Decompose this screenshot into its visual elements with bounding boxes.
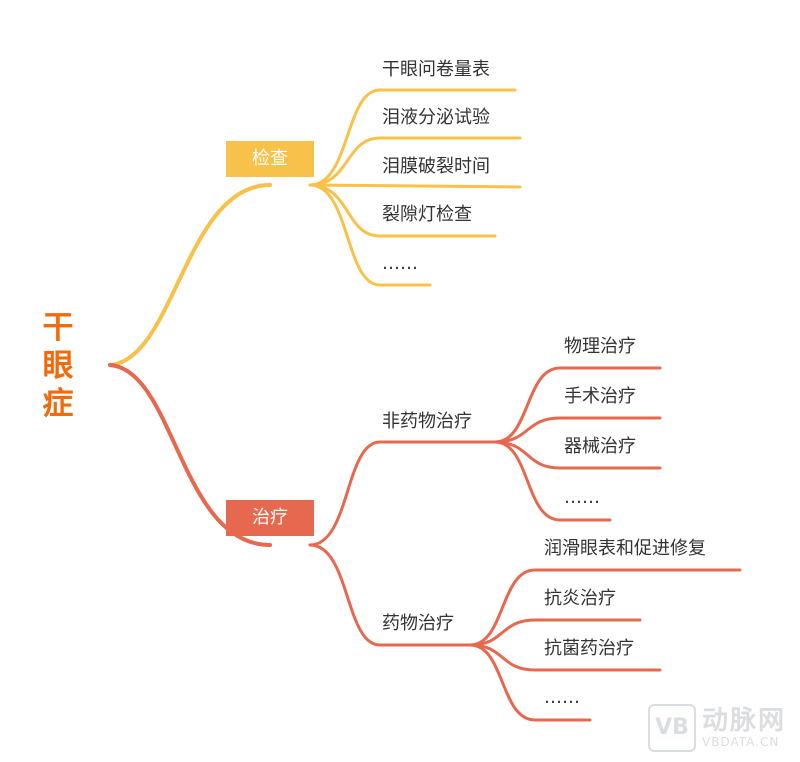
branch-treatment: 治疗 [226,500,314,536]
nondrug-item-1: 物理治疗 [564,336,636,357]
connector-exam-1 [308,88,517,187]
connector-nondrug-4 [493,440,612,522]
connector-nondrug-1 [493,366,662,444]
root-char-2: 眼 [42,348,74,384]
connector-drug-1 [468,568,742,647]
connector-root-treatment [108,363,272,547]
drug-item-1: 润滑眼表和促进修复 [544,538,706,559]
connector-exam-2 [308,136,522,187]
connector-drug-2 [468,618,642,647]
connector-treatment-nondrug [308,440,497,547]
watermark-logo: VB [647,704,696,752]
watermark: VB 动脉网 VBDATA.CN [647,704,786,752]
connector-exam-5 [308,183,432,287]
connector-drug-3 [468,643,662,672]
nondrug-item-2: 手术治疗 [564,386,636,407]
branch-exam: 检查 [226,141,314,177]
root-char-1: 干 [42,310,74,346]
root-char-3: 症 [42,386,74,422]
connector-drug-4 [468,643,592,722]
watermark-site: VBDATA.CN [701,735,780,749]
connector-treatment-drug [308,543,472,647]
exam-item-2: 泪液分泌试验 [382,107,490,128]
exam-item-4: 裂隙灯检查 [382,204,472,225]
watermark-name: 动脉网 [701,706,786,736]
nondrug-item-4: …… [564,487,600,508]
connector-nondrug-2 [493,416,662,444]
nondrug-item-3: 器械治疗 [564,436,636,457]
treatment-nondrug-label: 非药物治疗 [382,411,472,432]
connector-nondrug-3 [493,440,662,470]
drug-item-2: 抗炎治疗 [544,588,616,609]
connector-root-exam [108,183,272,367]
exam-item-1: 干眼问卷量表 [382,59,490,80]
connector-exam-4 [308,183,497,238]
exam-item-5: …… [382,253,418,274]
drug-item-3: 抗菌药治疗 [544,638,634,659]
exam-item-3: 泪膜破裂时间 [382,156,490,177]
drug-item-4: …… [544,687,580,708]
treatment-drug-label: 药物治疗 [382,613,454,634]
connector-exam-3 [308,183,522,189]
